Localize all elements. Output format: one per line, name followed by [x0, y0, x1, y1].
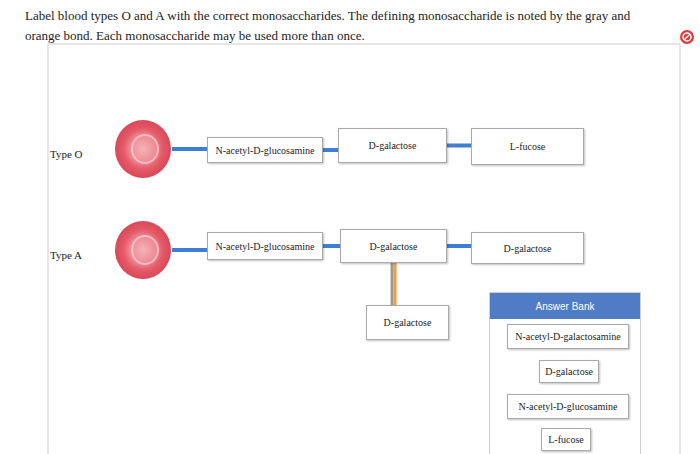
bond-line: [172, 147, 207, 151]
monosaccharide-box: L-fucose: [471, 128, 584, 165]
bond-line: [323, 148, 338, 152]
glycosidic-bond: [323, 150, 338, 151]
bond-line: [447, 144, 471, 148]
cell-dimple: [132, 236, 158, 264]
answer-bank: Answer BankN-acetyl-D-galactosamineD-gal…: [489, 292, 641, 454]
sugar-name: D-galactose: [545, 366, 593, 377]
cell-dimple: [132, 135, 158, 163]
monosaccharide-box: D-galactose: [539, 360, 599, 383]
gray-bond-line: [391, 263, 394, 305]
blood-type-label: Type O: [50, 148, 83, 160]
cell-body: [115, 120, 171, 178]
cell-body: [115, 221, 171, 279]
monosaccharide-box: N-acetyl-D-galactosamine: [507, 324, 629, 349]
red-blood-cell: Type O: [114, 119, 172, 179]
glycosidic-bond: [447, 145, 471, 146]
bond-line: [323, 244, 340, 248]
sugar-name: L-fucose: [548, 434, 584, 445]
monosaccharide-box: D-galactose: [338, 128, 447, 163]
status-icon: [680, 30, 694, 44]
monosaccharide-box: L-fucose: [541, 428, 591, 451]
sugar-name: N-acetyl-D-glucosamine: [216, 241, 315, 252]
sugar-name: D-galactose: [384, 317, 432, 328]
orange-bond-line: [394, 263, 397, 305]
blood-type-label: Type A: [50, 249, 82, 261]
glycosidic-bond: [323, 246, 340, 247]
sugar-name: L-fucose: [510, 141, 546, 152]
glycosidic-bond: [172, 250, 207, 251]
sugar-name: D-galactose: [370, 241, 418, 252]
monosaccharide-box: D-galactose: [366, 305, 449, 340]
cell-drawing: [114, 119, 172, 179]
status-icon-ring: [683, 33, 691, 41]
monosaccharide-box: N-acetyl-D-glucosamine: [207, 232, 323, 260]
monosaccharide-box: N-acetyl-D-glucosamine: [207, 137, 323, 163]
monosaccharide-box: N-acetyl-D-glucosamine: [507, 394, 629, 419]
sugar-name: N-acetyl-D-glucosamine: [519, 401, 618, 412]
defining-bond: [392, 263, 395, 305]
instruction-title: Label blood types O and A with the corre…: [25, 6, 665, 46]
sugar-name: D-galactose: [504, 243, 552, 254]
glycosidic-bond: [447, 246, 471, 247]
cell-drawing: [114, 220, 172, 280]
panel-outline: [48, 44, 680, 454]
monosaccharide-box: D-galactose: [471, 232, 584, 264]
bond-line: [447, 244, 471, 248]
sugar-name: N-acetyl-D-galactosamine: [515, 331, 621, 342]
answer-bank-header: Answer Bank: [490, 293, 640, 319]
monosaccharide-box: D-galactose: [340, 229, 447, 263]
glycosidic-bond: [172, 149, 207, 150]
sugar-name: N-acetyl-D-glucosamine: [216, 145, 315, 156]
sugar-name: D-galactose: [369, 140, 417, 151]
red-blood-cell: Type A: [114, 220, 172, 280]
bond-line: [172, 248, 207, 252]
status-icon-slash: [684, 34, 690, 40]
